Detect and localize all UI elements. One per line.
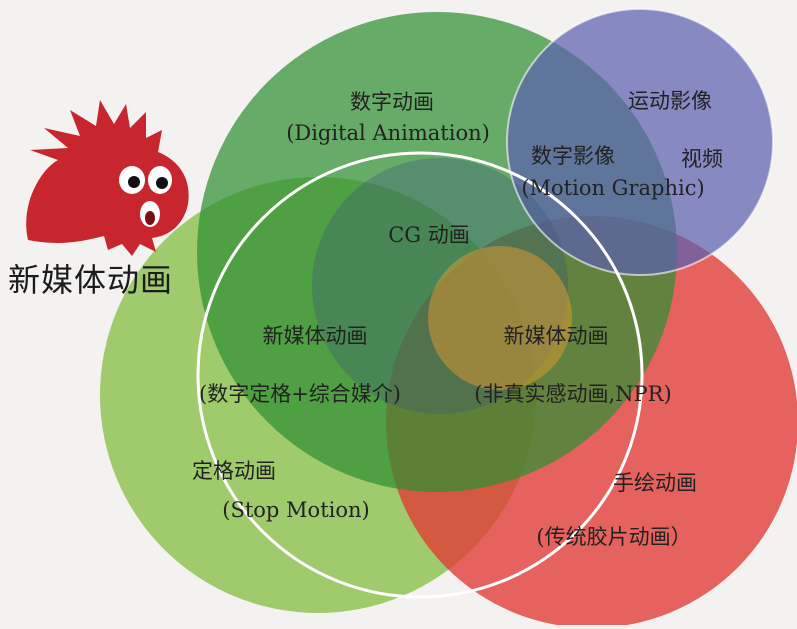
npr-highlight xyxy=(428,246,572,390)
label-new-media-right-sub: (非真实感动画,NPR) xyxy=(474,382,672,406)
outline-right xyxy=(506,8,774,276)
label-motion-graphic-en: (Motion Graphic) xyxy=(521,176,705,200)
motion-graphic-circle xyxy=(507,9,773,275)
label-hand-sub: (传统胶片动画） xyxy=(536,525,692,549)
cg-circle xyxy=(312,158,568,414)
label-new-media-left-sub: (数字定格+综合媒介) xyxy=(199,382,401,406)
label-digital-cn: 数字动画 xyxy=(350,90,434,114)
mascot-icon xyxy=(26,100,189,256)
label-new-media-right: 新媒体动画 xyxy=(503,324,609,348)
label-stop-cn: 定格动画 xyxy=(192,459,276,483)
label-digital-en: (Digital Animation) xyxy=(286,121,490,145)
outline-left xyxy=(196,151,644,599)
label-video-cn: 视频 xyxy=(681,147,723,171)
label-motion-cn: 运动影像 xyxy=(628,89,712,113)
label-cg: CG 动画 xyxy=(388,223,470,247)
logo-title: 新媒体动画 xyxy=(8,261,174,299)
label-digital-image-cn: 数字影像 xyxy=(531,144,615,168)
label-hand-cn: 手绘动画 xyxy=(613,471,697,495)
label-stop-en: (Stop Motion) xyxy=(222,498,370,522)
label-new-media-left: 新媒体动画 xyxy=(262,324,368,348)
